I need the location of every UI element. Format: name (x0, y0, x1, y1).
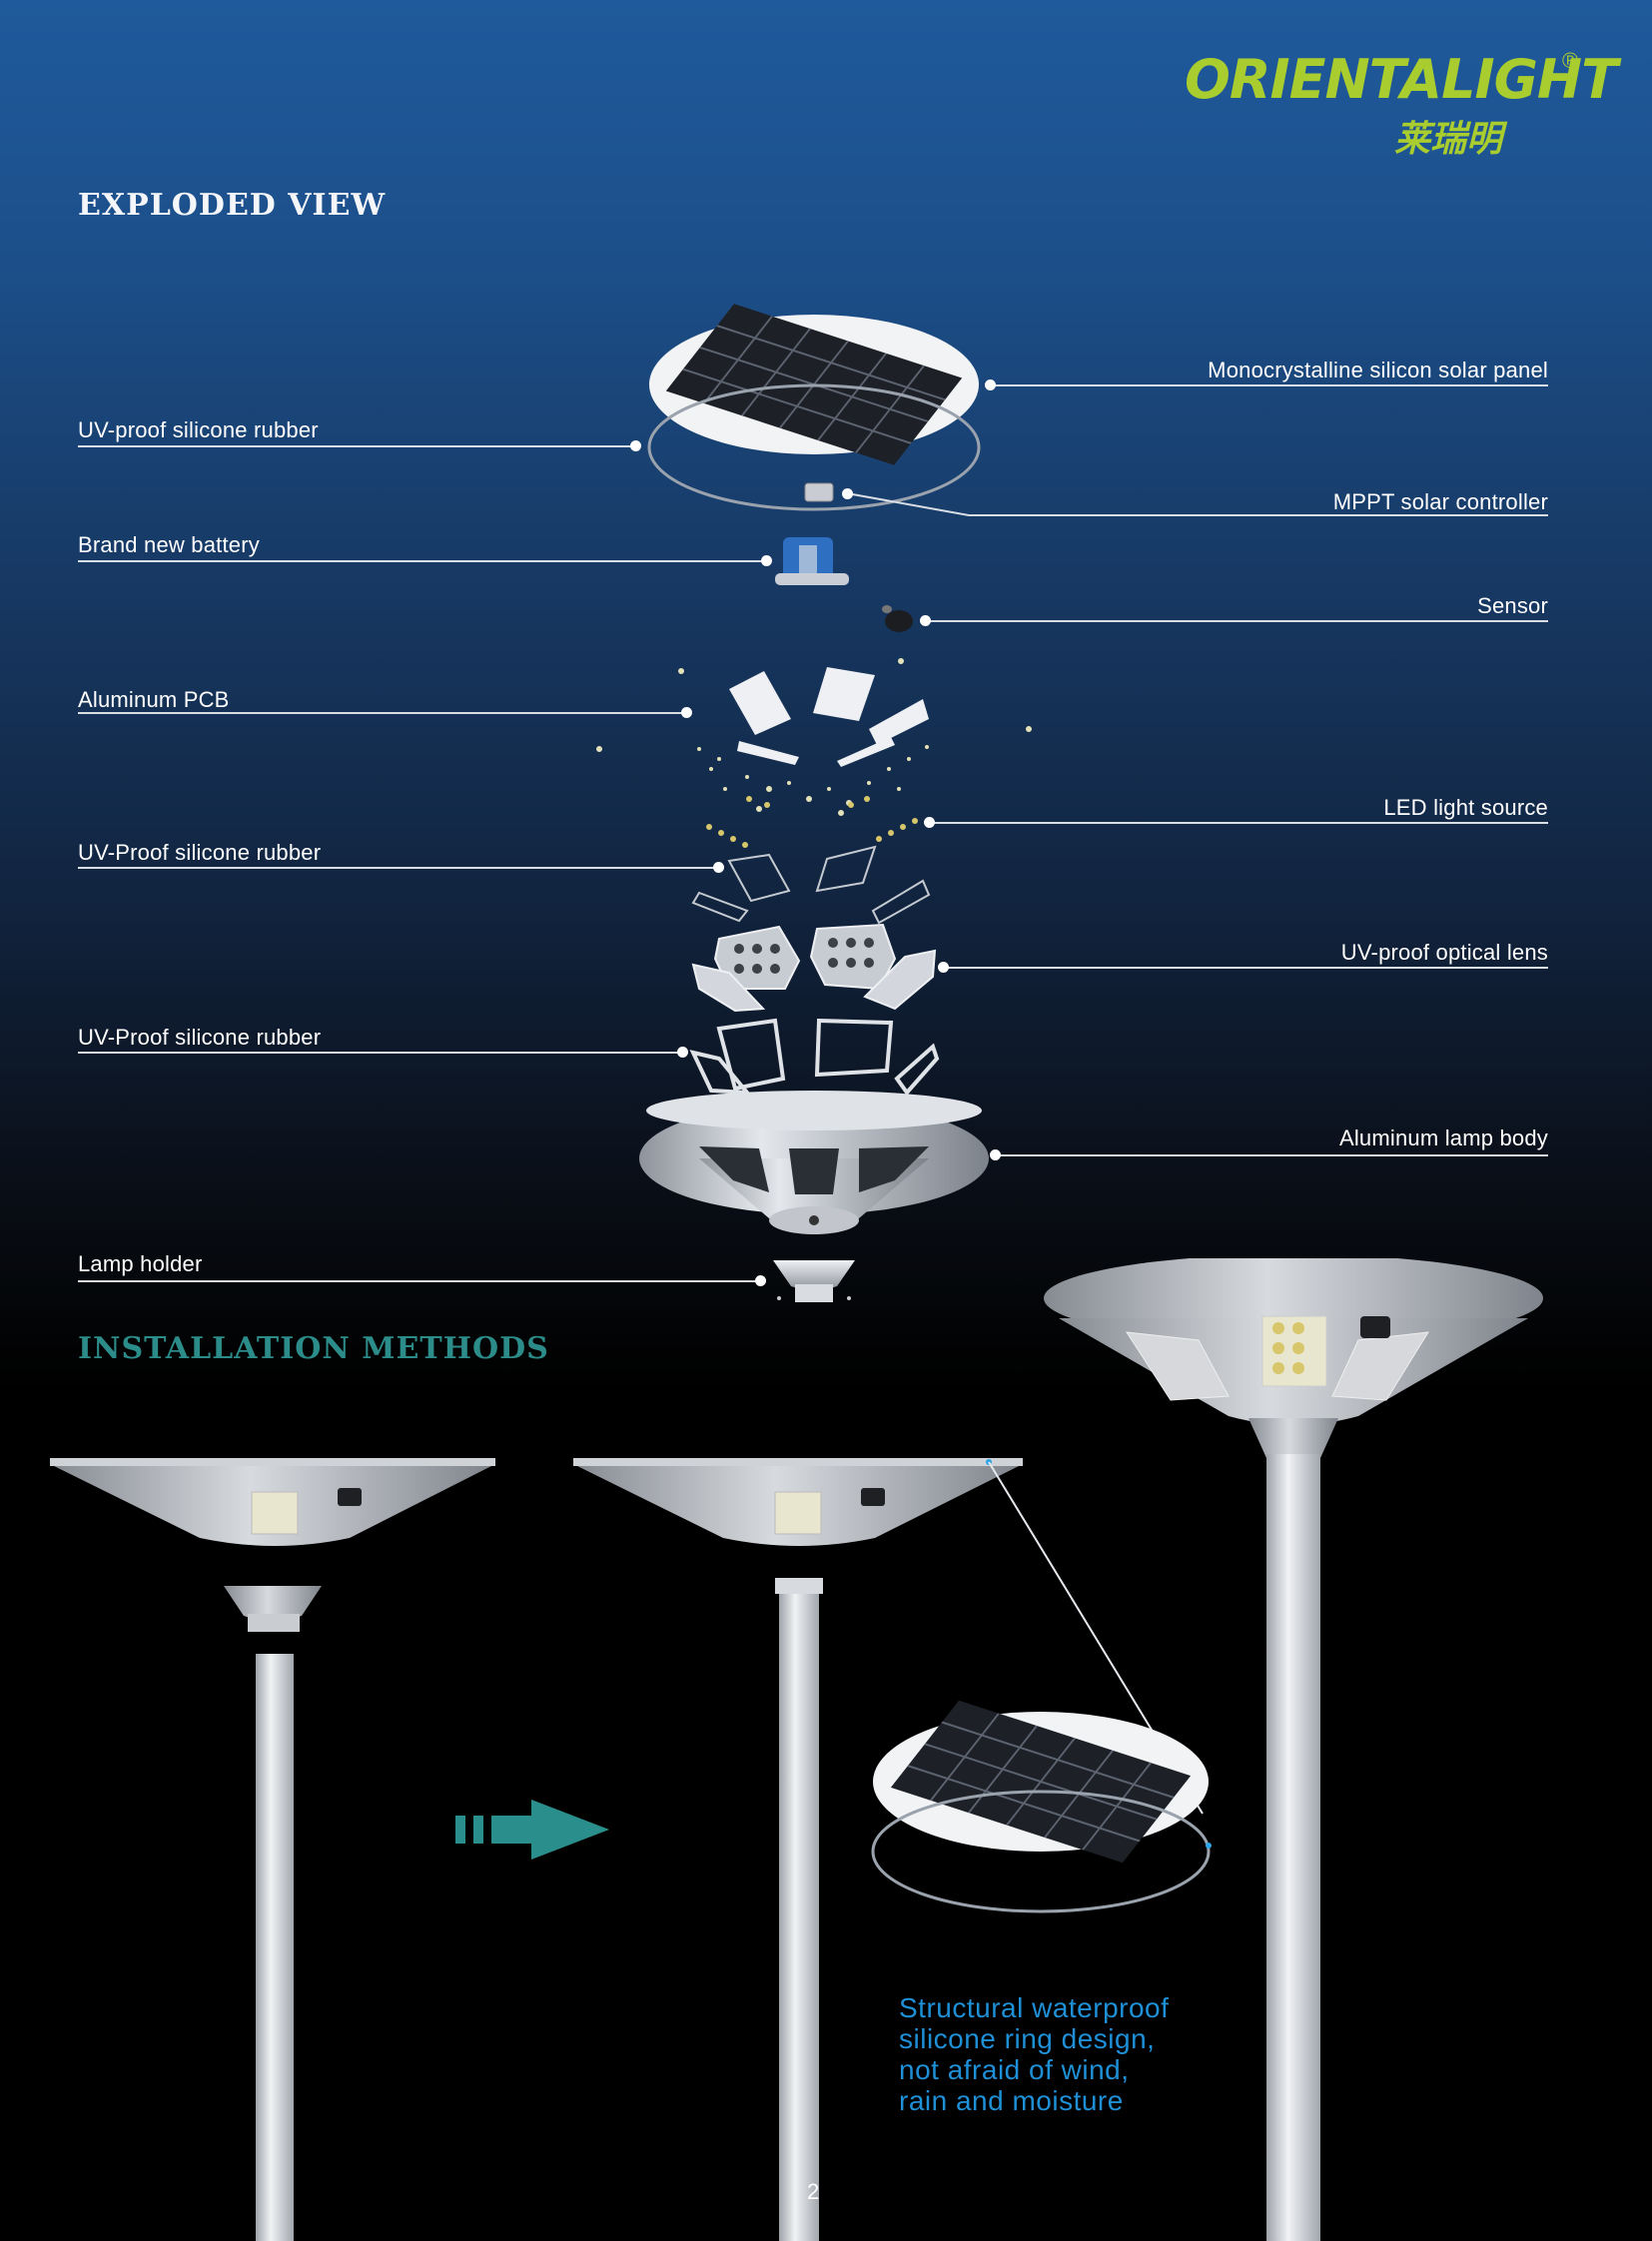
label-aluminum-lamp-body: Aluminum lamp body (1338, 1125, 1548, 1150)
logo-chinese-name: 莱瑞明 (1394, 119, 1503, 160)
label-lamp-holder: Lamp holder (78, 1251, 203, 1276)
leader-dot (755, 1275, 766, 1286)
label-mppt-solar-controller: MPPT solar controller (1332, 489, 1548, 514)
pcb-part (729, 667, 929, 767)
arrow-icon (455, 1800, 609, 1860)
exploded-view-illustration (596, 304, 1032, 1302)
leader-dot (681, 707, 692, 718)
leader-line (78, 445, 635, 447)
leader-dot (938, 962, 949, 973)
leader-line (943, 967, 1548, 969)
rubber-gasket-upper (691, 845, 931, 925)
leader-line (929, 822, 1548, 824)
leader-line (78, 560, 767, 562)
lamp-step-2 (573, 1458, 1212, 2241)
led-components (596, 658, 1032, 816)
caption-line: silicone ring design, (899, 2023, 1156, 2054)
installation-illustration (50, 1258, 1543, 2241)
label-uv-proof-optical-lens: UV-proof optical lens (1340, 940, 1548, 965)
leader-dot (677, 1047, 688, 1058)
controller-part (804, 482, 834, 502)
leader-dot (761, 555, 772, 566)
exploded-view-title: EXPLODED VIEW (78, 188, 387, 223)
battery-part (775, 537, 849, 585)
caption-line: rain and moisture (899, 2085, 1124, 2116)
optical-lens-part (691, 923, 937, 1013)
label-sensor: Sensor (1477, 593, 1548, 618)
page-number: 2 (807, 2179, 820, 2204)
label-brand-new-battery: Brand new battery (78, 532, 260, 557)
leader-line (925, 620, 1548, 622)
leader-dot (924, 817, 935, 828)
leader-line (78, 712, 685, 714)
leader-dot (842, 488, 853, 499)
lamp-step-1 (50, 1458, 495, 2241)
waterproof-caption: Structural waterproof silicone ring desi… (899, 1992, 1169, 2116)
leader-line (989, 384, 1548, 386)
leader-dot (713, 862, 724, 873)
lamp-holder-part (773, 1260, 855, 1302)
leader-dot (990, 1149, 1001, 1160)
label-uv-proof-silicone-rubber: UV-proof silicone rubber (78, 417, 319, 442)
leader-line (78, 867, 717, 869)
leader-line-angled (846, 492, 1548, 516)
brand-logo: ORIENTALIGHT ® 莱瑞明 (1185, 48, 1618, 160)
registered-mark: ® (1562, 48, 1579, 73)
leader-dot (985, 379, 996, 390)
label-aluminum-pcb: Aluminum PCB (78, 687, 230, 712)
leader-line (78, 1052, 681, 1054)
sensor-part (882, 605, 913, 632)
label-uv-proof-silicone-rubber-3: UV-Proof silicone rubber (78, 1025, 322, 1050)
caption-line: not afraid of wind, (899, 2054, 1130, 2085)
label-uv-proof-silicone-rubber-2: UV-Proof silicone rubber (78, 840, 322, 865)
led-light-source (706, 796, 918, 848)
installation-methods-title: INSTALLATION METHODS (78, 1331, 549, 1366)
label-monocrystalline-solar-panel: Monocrystalline silicon solar panel (1208, 358, 1548, 382)
leader-dot (920, 615, 931, 626)
lamp-body-part (639, 1091, 989, 1234)
label-led-light-source: LED light source (1383, 795, 1548, 820)
silicone-ring-part (647, 383, 981, 511)
leader-line (78, 1280, 759, 1282)
leader-dot (630, 440, 641, 451)
caption-line: Structural waterproof (899, 1992, 1170, 2023)
leader-line (995, 1154, 1548, 1156)
logo-wordmark: ORIENTALIGHT (1185, 48, 1618, 111)
rubber-gasket-lower (689, 1018, 940, 1097)
lamp-close-up (1044, 1258, 1543, 2241)
